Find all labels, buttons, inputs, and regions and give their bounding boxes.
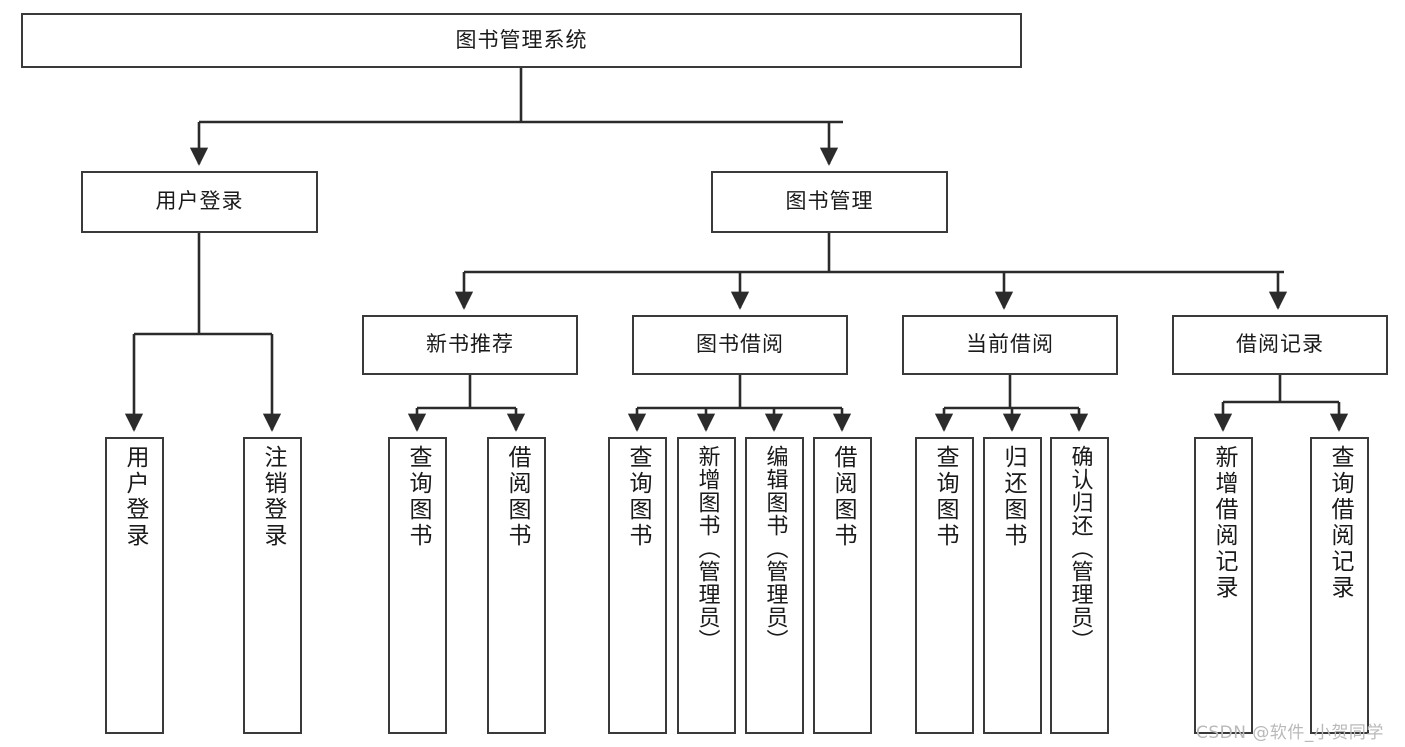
node-current-borrow[interactable]: 当前借阅 (902, 315, 1118, 375)
node-borrow-record[interactable]: 借阅记录 (1172, 315, 1388, 375)
node-borrow-record-label: 借阅记录 (1236, 332, 1324, 357)
node-book-manage-label: 图书管理 (785, 189, 874, 214)
node-leaf-borrow-lend-label: 借阅图书 (830, 445, 856, 549)
node-leaf-borrow-add-label: 新增图书（管理员） (694, 445, 720, 652)
node-leaf-borrow-lend[interactable]: 借阅图书 (813, 437, 872, 734)
node-leaf-rec-borrow-label: 借阅图书 (504, 445, 530, 549)
node-leaf-cur-return-label: 归还图书 (1000, 445, 1026, 549)
node-leaf-rec-add-label: 新增借阅记录 (1211, 445, 1237, 601)
node-leaf-borrow-edit-label: 编辑图书（管理员） (762, 445, 788, 652)
node-leaf-user-login[interactable]: 用户登录 (105, 437, 164, 734)
node-leaf-borrow-edit[interactable]: 编辑图书（管理员） (745, 437, 804, 734)
node-leaf-user-login-label: 用户登录 (122, 445, 148, 549)
node-current-borrow-label: 当前借阅 (966, 332, 1054, 357)
node-leaf-rec-add[interactable]: 新增借阅记录 (1194, 437, 1253, 734)
node-book-borrow-label: 图书借阅 (696, 332, 784, 357)
node-leaf-cur-query[interactable]: 查询图书 (915, 437, 974, 734)
node-book-manage[interactable]: 图书管理 (711, 171, 948, 233)
node-leaf-cur-confirm[interactable]: 确认归还（管理员） (1050, 437, 1109, 734)
node-new-book-rec-label: 新书推荐 (426, 332, 514, 357)
node-leaf-cur-confirm-label: 确认归还（管理员） (1067, 445, 1093, 652)
node-book-borrow[interactable]: 图书借阅 (632, 315, 848, 375)
node-leaf-rec-search[interactable]: 查询借阅记录 (1310, 437, 1369, 734)
node-root-label: 图书管理系统 (455, 27, 588, 52)
node-leaf-borrow-add[interactable]: 新增图书（管理员） (677, 437, 736, 734)
node-user-login[interactable]: 用户登录 (81, 171, 318, 233)
node-root[interactable]: 图书管理系统 (21, 13, 1022, 68)
node-leaf-cur-return[interactable]: 归还图书 (983, 437, 1042, 734)
node-leaf-borrow-query[interactable]: 查询图书 (608, 437, 667, 734)
node-leaf-borrow-query-label: 查询图书 (625, 445, 651, 549)
node-user-login-label: 用户登录 (155, 189, 244, 214)
node-new-book-rec[interactable]: 新书推荐 (362, 315, 578, 375)
node-leaf-user-logout[interactable]: 注销登录 (243, 437, 302, 734)
node-leaf-rec-query[interactable]: 查询图书 (388, 437, 447, 734)
csdn-watermark: CSDN @软件_小贺同学 (1196, 723, 1384, 743)
node-leaf-rec-query-label: 查询图书 (405, 445, 431, 549)
node-leaf-user-logout-label: 注销登录 (260, 445, 286, 549)
node-leaf-cur-query-label: 查询图书 (932, 445, 958, 549)
node-leaf-rec-search-label: 查询借阅记录 (1327, 445, 1353, 601)
node-leaf-rec-borrow[interactable]: 借阅图书 (487, 437, 546, 734)
